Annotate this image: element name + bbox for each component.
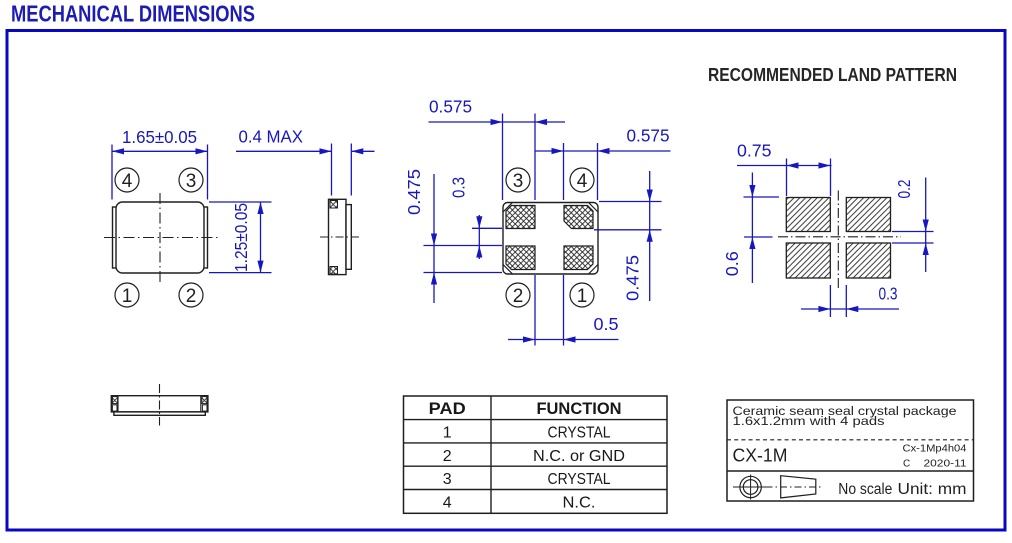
svg-text:C: C [903,459,910,470]
svg-text:No scale: No scale [838,481,892,498]
svg-text:RECOMMENDED LAND PATTERN: RECOMMENDED LAND PATTERN [708,64,957,85]
svg-text:MECHANICAL DIMENSIONS: MECHANICAL DIMENSIONS [11,1,255,27]
svg-text:FUNCTION: FUNCTION [537,399,622,418]
svg-text:0.4 MAX: 0.4 MAX [239,127,304,147]
svg-text:0.6: 0.6 [722,251,742,276]
svg-text:2020-11: 2020-11 [924,459,968,470]
svg-text:4: 4 [122,171,133,192]
svg-text:3: 3 [513,171,524,192]
svg-text:CRYSTAL: CRYSTAL [548,471,611,488]
svg-text:1.65±0.05: 1.65±0.05 [122,127,197,147]
svg-text:Cx-1Mp4h04: Cx-1Mp4h04 [903,444,967,455]
svg-text:3: 3 [443,471,452,488]
svg-text:0.3: 0.3 [449,177,469,198]
svg-text:PAD: PAD [429,399,466,418]
svg-text:0.2: 0.2 [894,180,914,199]
svg-text:N.C.: N.C. [563,495,596,512]
svg-text:Ceramic seam seal crystal pack: Ceramic seam seal crystal package [733,404,957,418]
svg-text:0.475: 0.475 [623,255,643,301]
svg-text:4: 4 [577,171,588,192]
svg-text:0.575: 0.575 [627,126,670,146]
svg-text:4: 4 [443,495,452,512]
svg-text:2: 2 [186,286,197,307]
svg-text:0.5: 0.5 [594,314,619,334]
svg-text:1: 1 [443,425,452,442]
svg-text:1: 1 [122,286,133,307]
svg-text:CX-1M: CX-1M [733,446,788,466]
svg-text:0.575: 0.575 [429,97,472,117]
svg-text:1.6x1.2mm with 4 pads: 1.6x1.2mm with 4 pads [733,414,885,428]
svg-text:1: 1 [577,286,588,307]
svg-text:N.C. or GND: N.C. or GND [533,448,625,465]
svg-text:0.475: 0.475 [404,169,424,215]
svg-text:2: 2 [443,448,452,465]
svg-text:2: 2 [513,286,524,307]
svg-text:0.75: 0.75 [737,141,772,161]
svg-text:CRYSTAL: CRYSTAL [548,425,611,442]
svg-text:Unit: mm: Unit: mm [898,481,967,498]
svg-text:0.3: 0.3 [879,284,898,304]
svg-text:1.25±0.05: 1.25±0.05 [231,203,251,272]
svg-text:3: 3 [186,171,197,192]
